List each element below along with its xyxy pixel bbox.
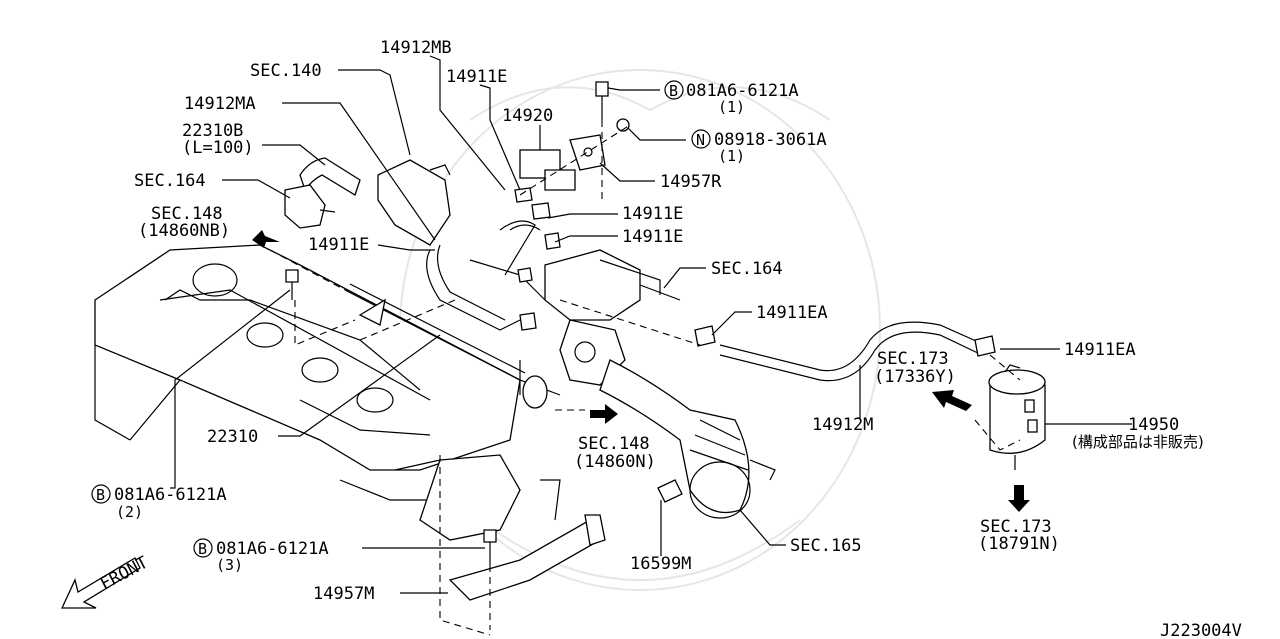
label-14920: 14920: [502, 106, 553, 126]
diagram-id: J223004V: [1160, 621, 1242, 639]
pipe-22310: [344, 283, 561, 409]
label-sec140: SEC.140: [250, 61, 322, 81]
label-14911E-top: 14911E: [446, 67, 507, 87]
label-sec148-top-sub: (14860NB): [138, 221, 230, 241]
hose-14912M: [694, 321, 996, 382]
label-bolt-bottom: 081A6-6121A: [216, 539, 329, 559]
canister-14950: [988, 364, 1046, 470]
label-sec164-left: SEC.164: [134, 171, 206, 191]
label-14957M: 14957M: [313, 584, 374, 604]
label-nut-top-qty: (1): [718, 147, 745, 165]
intake-duct: [599, 359, 776, 519]
label-14911EA-1: 14911EA: [756, 303, 828, 323]
bolt-top-icon: [595, 81, 609, 120]
svg-text:B: B: [96, 486, 105, 504]
svg-text:B: B: [198, 540, 207, 558]
arrow-sec173-top-icon: [932, 390, 972, 411]
label-14912M: 14912M: [812, 415, 873, 435]
arrow-sec148-top-icon: [252, 230, 280, 248]
bolt-symbol-bottom: B: [193, 538, 213, 558]
label-sec148-mid-sub: (14860N): [574, 452, 656, 472]
label-14911E-right-2: 14911E: [622, 227, 683, 247]
label-sec173-bottom-sub: (18791N): [978, 534, 1060, 554]
label-sec164-right: SEC.164: [711, 259, 783, 279]
label-sec148-mid: SEC.148: [578, 434, 650, 454]
front-label: FRONT: [97, 553, 152, 595]
label-sec173-bottom: SEC.173: [980, 517, 1052, 537]
bolt-symbol-left: B: [91, 484, 111, 504]
arrow-sec173-bottom-icon: [1008, 485, 1030, 512]
label-bolt-top: 081A6-6121A: [686, 81, 799, 101]
label-sec165: SEC.165: [790, 536, 862, 556]
label-14911E-right-1: 14911E: [622, 204, 683, 224]
label-14911E-left: 14911E: [308, 235, 369, 255]
leader-lines: [170, 55, 1132, 594]
label-14912MB: 14912MB: [380, 38, 452, 58]
solenoid-14920: [519, 134, 606, 191]
label-sec148-top: SEC.148: [151, 204, 223, 224]
nut-symbol-top: N: [691, 129, 711, 149]
label-22310: 22310: [207, 427, 258, 447]
bolt-left-icon: [285, 269, 299, 300]
svg-text:N: N: [696, 131, 705, 149]
front-arrow-icon: [60, 557, 141, 609]
label-sec173-top-sub: (17336Y): [874, 367, 956, 387]
label-22310B: 22310B: [182, 121, 243, 141]
arrow-sec148-mid-icon: [590, 404, 618, 424]
bolt-bottom-icon: [483, 529, 497, 565]
sec140-housing: [377, 159, 451, 246]
label-sec173-top: SEC.173: [877, 349, 949, 369]
label-bolt-top-qty: (1): [718, 98, 745, 116]
label-14957R: 14957R: [660, 172, 722, 192]
label-bolt-bottom-qty: (3): [216, 556, 243, 574]
bolt-symbol-top: B: [664, 80, 684, 100]
label-14950-note: (構成部品は非販売): [1072, 433, 1204, 451]
label-22310B-length: (L=100): [182, 138, 254, 158]
label-14911EA-2: 14911EA: [1064, 340, 1136, 360]
guide-lines: [269, 120, 1021, 636]
label-14912MA: 14912MA: [184, 94, 256, 114]
label-nut-top: 08918-3061A: [714, 130, 827, 150]
part-16599M: [657, 479, 683, 503]
hoses-center: [426, 187, 561, 331]
label-bolt-left-qty: (2): [116, 503, 143, 521]
valve-sec164-left: [284, 184, 336, 229]
engine-block: [94, 244, 521, 541]
svg-text:B: B: [669, 82, 678, 100]
label-14950: 14950: [1128, 415, 1179, 435]
label-bolt-left: 081A6-6121A: [114, 485, 227, 505]
bracket-14957M: [448, 479, 606, 601]
label-16599M: 16599M: [630, 554, 691, 574]
